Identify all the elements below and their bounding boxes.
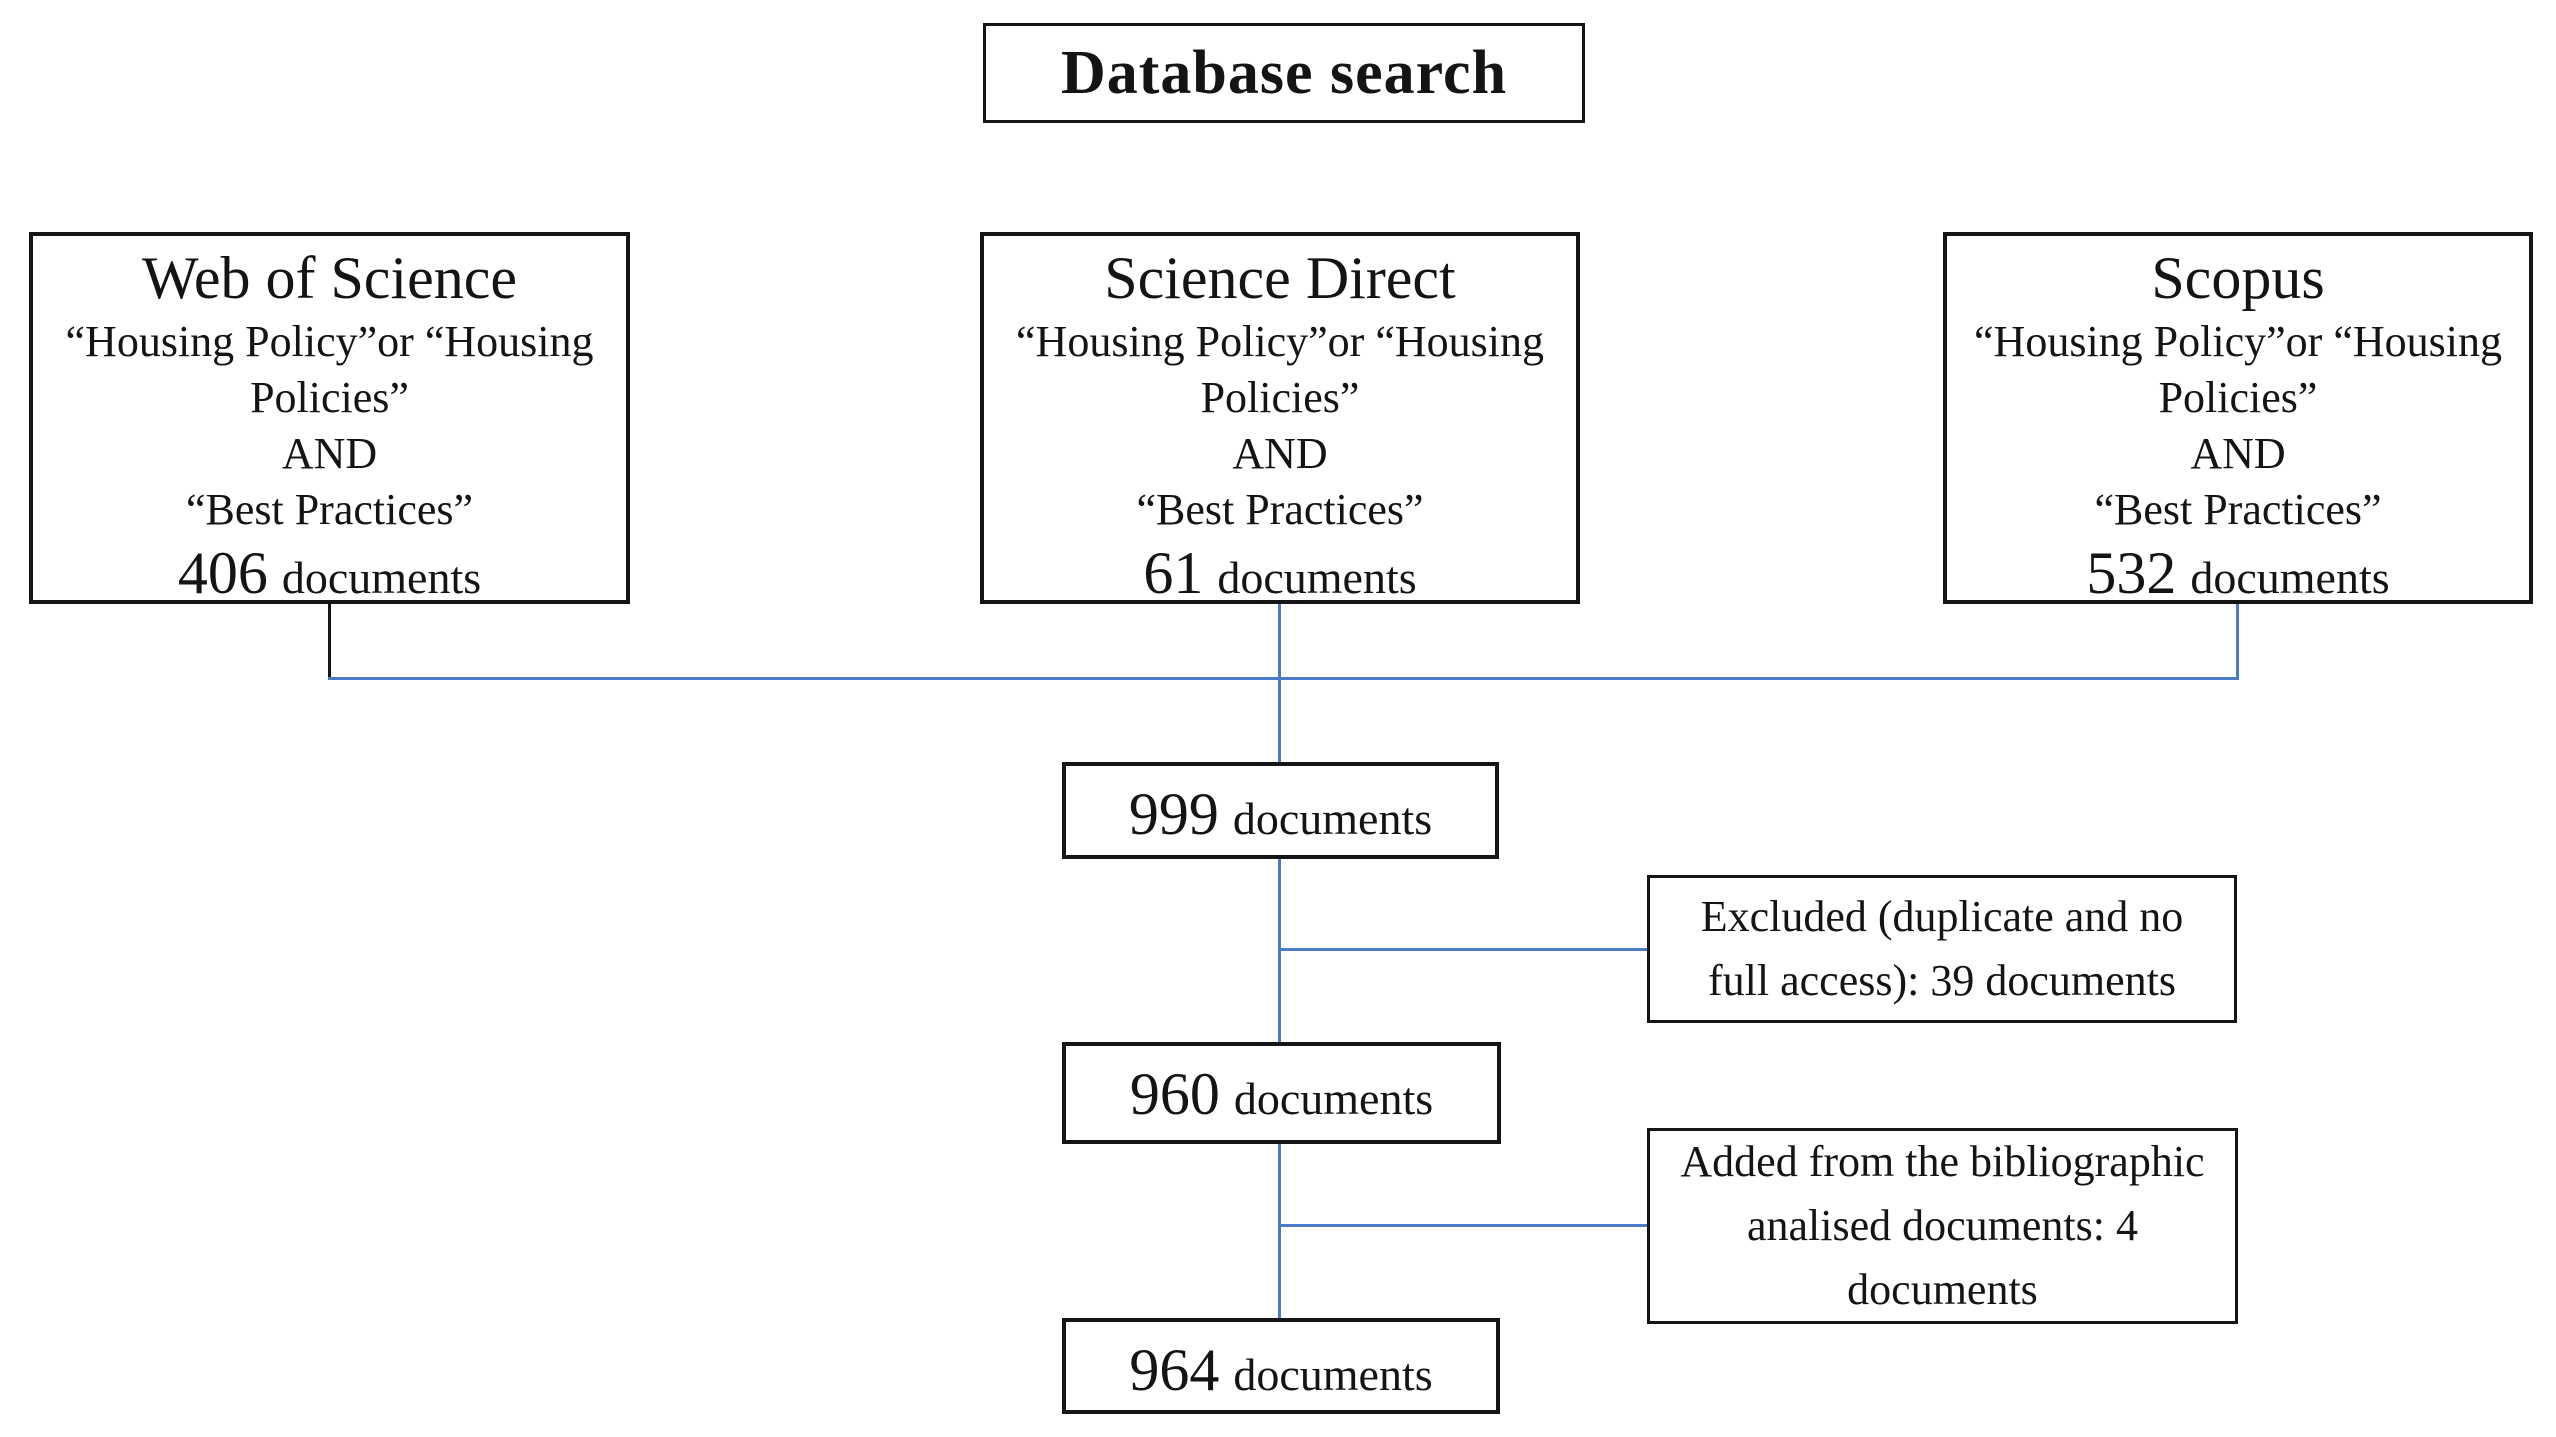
document-count-row: 406 documents (33, 538, 626, 613)
query-line: AND (2190, 429, 2286, 478)
scopus-connector-line (2236, 604, 2239, 680)
document-count-unit: documents (1217, 552, 1417, 603)
added-text-line: documents (1847, 1265, 2038, 1314)
added-text-line: analised documents: 4 (1746, 1201, 2138, 1250)
document-count-row: 532 documents (1947, 538, 2529, 613)
source-name: Scopus (2151, 245, 2325, 311)
document-count-unit: documents (1232, 793, 1433, 844)
excluded-text-line: Excluded (duplicate and no (1700, 892, 2184, 941)
source-box-web-of-science: Web of Science “Housing Policy”or “Housi… (29, 232, 630, 606)
query-line: Policies” (250, 373, 409, 422)
merged-documents-box: 999 documents (1062, 762, 1499, 859)
merge-to-999-line (1278, 680, 1281, 762)
document-count: 999 (1128, 781, 1219, 847)
source-box-scopus: Scopus “Housing Policy”or “Housing Polic… (1943, 232, 2533, 606)
excluded-documents-box: Excluded (duplicate and no full access):… (1647, 875, 2237, 1023)
database-search-title-box: Database search (983, 23, 1585, 123)
added-text-line: Added from the bibliographic (1680, 1137, 2205, 1186)
query-line: AND (281, 429, 378, 478)
source-name: Science Direct (1104, 245, 1456, 311)
added-documents-box: Added from the bibliographic analised do… (1647, 1128, 2238, 1324)
source-name: Web of Science (142, 245, 517, 311)
document-count: 61 (1143, 540, 1204, 606)
query-line: “Best Practices” (1136, 485, 1424, 534)
final-documents-box: 964 documents (1062, 1318, 1500, 1414)
document-count-unit: documents (1233, 1349, 1433, 1400)
document-count-unit: documents (281, 552, 482, 603)
query-line: “Housing Policy”or “Housing (1016, 317, 1544, 366)
document-count: 960 (1129, 1061, 1220, 1127)
science-direct-connector-line (1278, 604, 1281, 677)
excluded-branch-line (1281, 948, 1647, 951)
document-count-unit: documents (2190, 552, 2390, 603)
999-to-960-line (1278, 859, 1281, 1042)
query-line: Policies” (1200, 373, 1360, 422)
query-line: “Housing Policy”or “Housing (1974, 317, 2502, 366)
added-branch-line (1281, 1224, 1647, 1227)
query-line: “Housing Policy”or “Housing (65, 317, 594, 366)
source-box-science-direct: Science Direct “Housing Policy”or “Housi… (980, 232, 1580, 606)
query-line: “Best Practices” (2094, 485, 2382, 534)
query-line: AND (1232, 429, 1328, 478)
web-of-science-connector-line (328, 604, 331, 677)
query-line: Policies” (2158, 373, 2318, 422)
document-count: 406 (177, 540, 268, 606)
excluded-text-line: full access): 39 documents (1708, 956, 2176, 1005)
document-count-unit: documents (1233, 1073, 1434, 1124)
merge-horizontal-line (328, 677, 2239, 680)
960-to-964-line (1278, 1144, 1281, 1318)
document-count: 964 (1129, 1337, 1220, 1403)
document-count: 532 (2086, 540, 2177, 606)
screened-documents-box: 960 documents (1062, 1042, 1501, 1144)
document-count-row: 61 documents (984, 538, 1576, 613)
query-line: “Best Practices” (185, 485, 474, 534)
diagram-title: Database search (1060, 38, 1508, 107)
